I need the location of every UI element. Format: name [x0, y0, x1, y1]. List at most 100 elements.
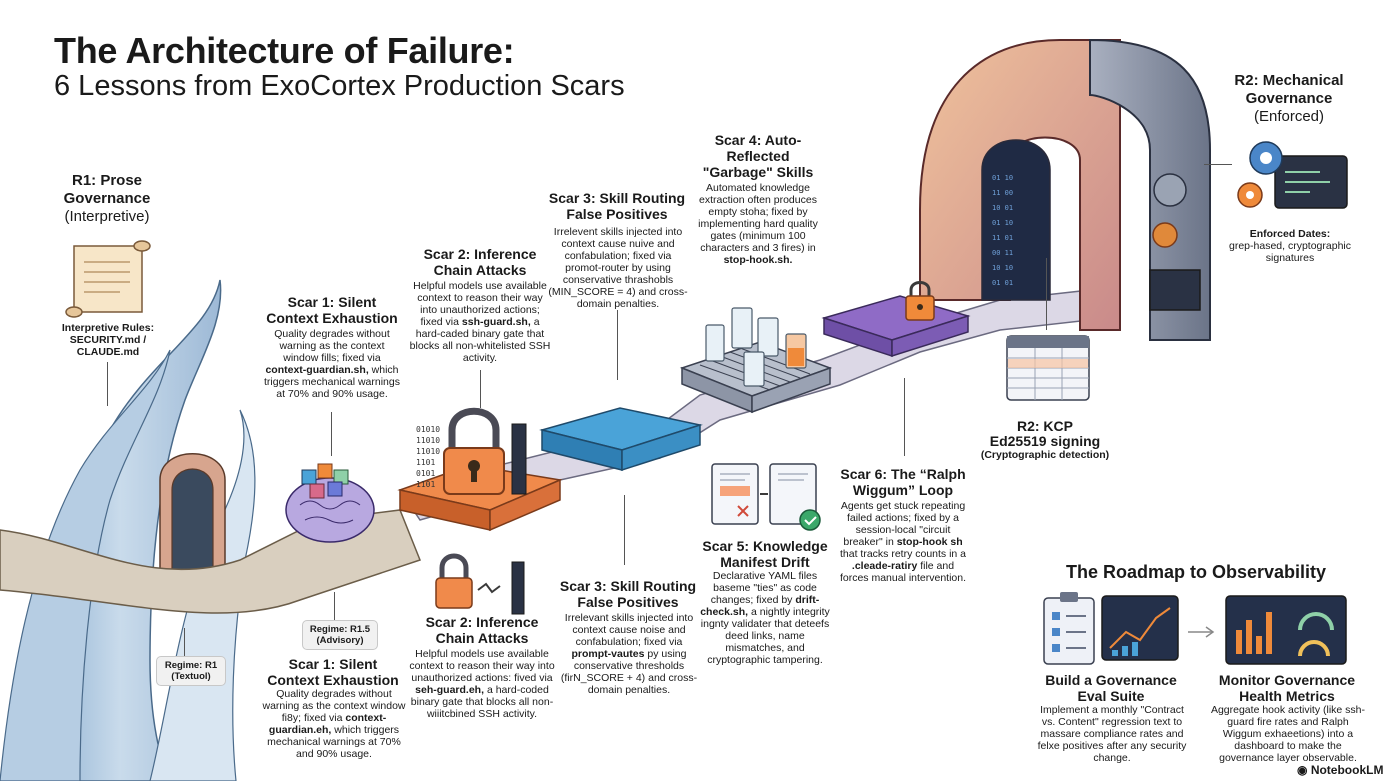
- dashboard-icon: [1225, 595, 1347, 665]
- scar4-title: Scar 4: Auto-Reflected "Garbage" Skills: [702, 132, 814, 180]
- scar4-body: Automated knowledge extraction often pro…: [692, 182, 824, 266]
- scar2-bottom-text: Helpful models use available context to …: [409, 648, 555, 684]
- leader-scar6: [904, 378, 905, 456]
- scar6-text: Agents get stuck repeating failed action…: [840, 500, 966, 548]
- svg-text:01 01: 01 01: [992, 279, 1013, 287]
- r1-rules-label: Interpretive Rules:: [61, 322, 155, 334]
- scar4-file: stop-hook.sh.: [723, 254, 793, 266]
- scar3-bottom-body: Irrelevant skills injected into context …: [556, 612, 702, 696]
- scar6-file2: .cleade-ratiry: [851, 560, 918, 572]
- scar3-bottom-title: Scar 3: Skill Routing False Positives: [559, 578, 697, 610]
- binary-line: 1101: [416, 458, 436, 467]
- regime-r15-badge: Regime: R1.5 (Advisory): [302, 620, 378, 650]
- r2-title: R2: Mechanical Governance: [1234, 72, 1344, 107]
- gear-terminal-icon: [1237, 141, 1348, 209]
- leader-scar1: [331, 412, 332, 456]
- leader-regime-r1: [184, 628, 185, 658]
- roadmap-item-1-body: Implement a monthly "Contract vs. Conten…: [1037, 704, 1187, 764]
- regime-r15-sub: (Advisory): [316, 635, 364, 646]
- kcp-table-icon: [1006, 335, 1090, 401]
- leader-regime-r15: [334, 592, 335, 620]
- r2-dates-label: Enforced Dates:: [1249, 228, 1331, 240]
- scroll-icon: [65, 240, 151, 318]
- roadmap-item-2-body: Aggregate hook activity (like ssh-guard …: [1210, 704, 1366, 764]
- scar1-bottom-text: Quality degrades without warning as the …: [262, 688, 406, 724]
- scar3-bottom-tail: py using conservative thresholds (firN_S…: [560, 648, 698, 696]
- scar2-top-body: Helpful models use available context to …: [408, 280, 552, 364]
- svg-text:10 01: 10 01: [992, 204, 1013, 212]
- leader-kcp: [1046, 258, 1047, 330]
- leader-scar2: [480, 370, 481, 408]
- brand-icon: ◉: [1297, 763, 1311, 777]
- r1-qualifier: (Interpretive): [64, 208, 150, 225]
- scar2-bottom-title: Scar 2: Inference Chain Attacks: [425, 614, 539, 646]
- document-compare-icon: [711, 463, 821, 531]
- scar1-top-text: Quality degrades without warning as the …: [274, 328, 390, 364]
- scar5-tail: a nightly integrity ingnty validater tha…: [700, 606, 830, 666]
- brain-icon: [285, 463, 375, 543]
- scar2-top-file: ssh-guard.sh,: [461, 316, 531, 328]
- svg-text:01 10: 01 10: [992, 219, 1013, 227]
- roadmap-item-1-title: Build a Governance Eval Suite: [1045, 672, 1177, 704]
- leader-scar3-bottom: [624, 495, 625, 565]
- padlock-broken-icon: [435, 553, 525, 615]
- scar2-top-text: Helpful models use available context to …: [413, 280, 547, 328]
- scar6-tail: file and forces manual intervention.: [839, 560, 967, 584]
- scar1-bottom-title: Scar 1: Silent Context Exhaustion: [267, 656, 399, 688]
- binary-stream: 01010 11010 11010 1101 0101 1101: [416, 424, 452, 490]
- scar5-file: drift-check.sh,: [700, 594, 820, 618]
- binary-line: 01010: [416, 425, 441, 434]
- binary-line: 11010: [416, 436, 441, 445]
- scar6-body: Agents get stuck repeating failed action…: [838, 500, 968, 584]
- r2-qualifier: (Enforced): [1253, 108, 1325, 125]
- binary-line: 11010: [416, 447, 441, 456]
- scar6-title: Scar 6: The “Ralph Wiggum” Loop: [840, 466, 966, 498]
- roadmap-title: The Roadmap to Observability: [1066, 562, 1327, 582]
- svg-text:10 10: 10 10: [992, 264, 1013, 272]
- scar6-file: stop-hook sh: [896, 536, 963, 548]
- padlock-purple-icon: [905, 281, 935, 321]
- kcp-title: R2: KCP: [1016, 418, 1073, 434]
- scar5-body: Declarative YAML files baseme "ties" as …: [700, 570, 830, 666]
- scar4-text: Automated knowledge extraction often pro…: [698, 182, 818, 254]
- r1-title: R1: Prose Governance: [63, 172, 151, 207]
- r2-dates-text: grep-hased, cryptographic signatures: [1229, 240, 1351, 264]
- page-title: The Architecture of Failure:: [54, 30, 515, 71]
- leader-scar3: [617, 310, 618, 380]
- scar1-top-body: Quality degrades without warning as the …: [262, 328, 402, 400]
- purple-tile: [821, 295, 971, 358]
- checklist-icon: [1043, 592, 1095, 665]
- regime-r15-label: Regime: R1.5: [309, 624, 371, 635]
- stone-gate-left: [159, 453, 226, 601]
- r1-rules-files: SECURITY.md / CLAUDE.md: [69, 334, 147, 358]
- arrow-right-icon: [1188, 626, 1215, 638]
- scar2-top-title: Scar 2: Inference Chain Attacks: [423, 246, 537, 278]
- page-subtitle: 6 Lessons from ExoCortex Production Scar…: [54, 70, 625, 102]
- leader-r1: [107, 362, 108, 406]
- binary-line: 0101: [416, 469, 436, 478]
- svg-text:00 11: 00 11: [992, 249, 1013, 257]
- brand-label: NotebookLM: [1310, 763, 1384, 777]
- kcp-note: (Cryptographic detection): [980, 449, 1110, 461]
- scar6-mid: that tracks retry counts in a: [839, 548, 967, 560]
- grate-platform: [679, 307, 833, 414]
- scar2-top-tail: a hard-caded binary gate that blocks all…: [409, 316, 551, 364]
- scar5-title: Scar 5: Knowledge Manifest Drift: [702, 538, 828, 570]
- scar1-top-tail: which triggers mechanical warnings at 70…: [264, 364, 400, 400]
- scar1-bottom-tail: which triggers mechanical warnings at 70…: [267, 724, 401, 760]
- scar3-top-body: Irrelevent skills injected into context …: [548, 226, 688, 310]
- leader-r2: [1204, 164, 1232, 165]
- scar1-top-title: Scar 1: Silent Context Exhaustion: [266, 294, 398, 326]
- svg-text:11 00: 11 00: [992, 189, 1013, 197]
- binary-line: 1101: [416, 480, 436, 489]
- regime-r1-label: Regime: R1: [164, 660, 218, 671]
- scar3-bottom-text: Irrelevant skills injected into context …: [564, 612, 694, 648]
- brand-logo: ◉ NotebookLM: [1297, 763, 1383, 777]
- scar1-bottom-body: Quality degrades without warning as the …: [262, 688, 406, 760]
- scar1-bottom-file: context-guardian.eh,: [268, 712, 387, 736]
- chart-monitor-icon: [1101, 595, 1179, 661]
- roadmap-item-2-title: Monitor Governance Health Metrics: [1218, 672, 1356, 704]
